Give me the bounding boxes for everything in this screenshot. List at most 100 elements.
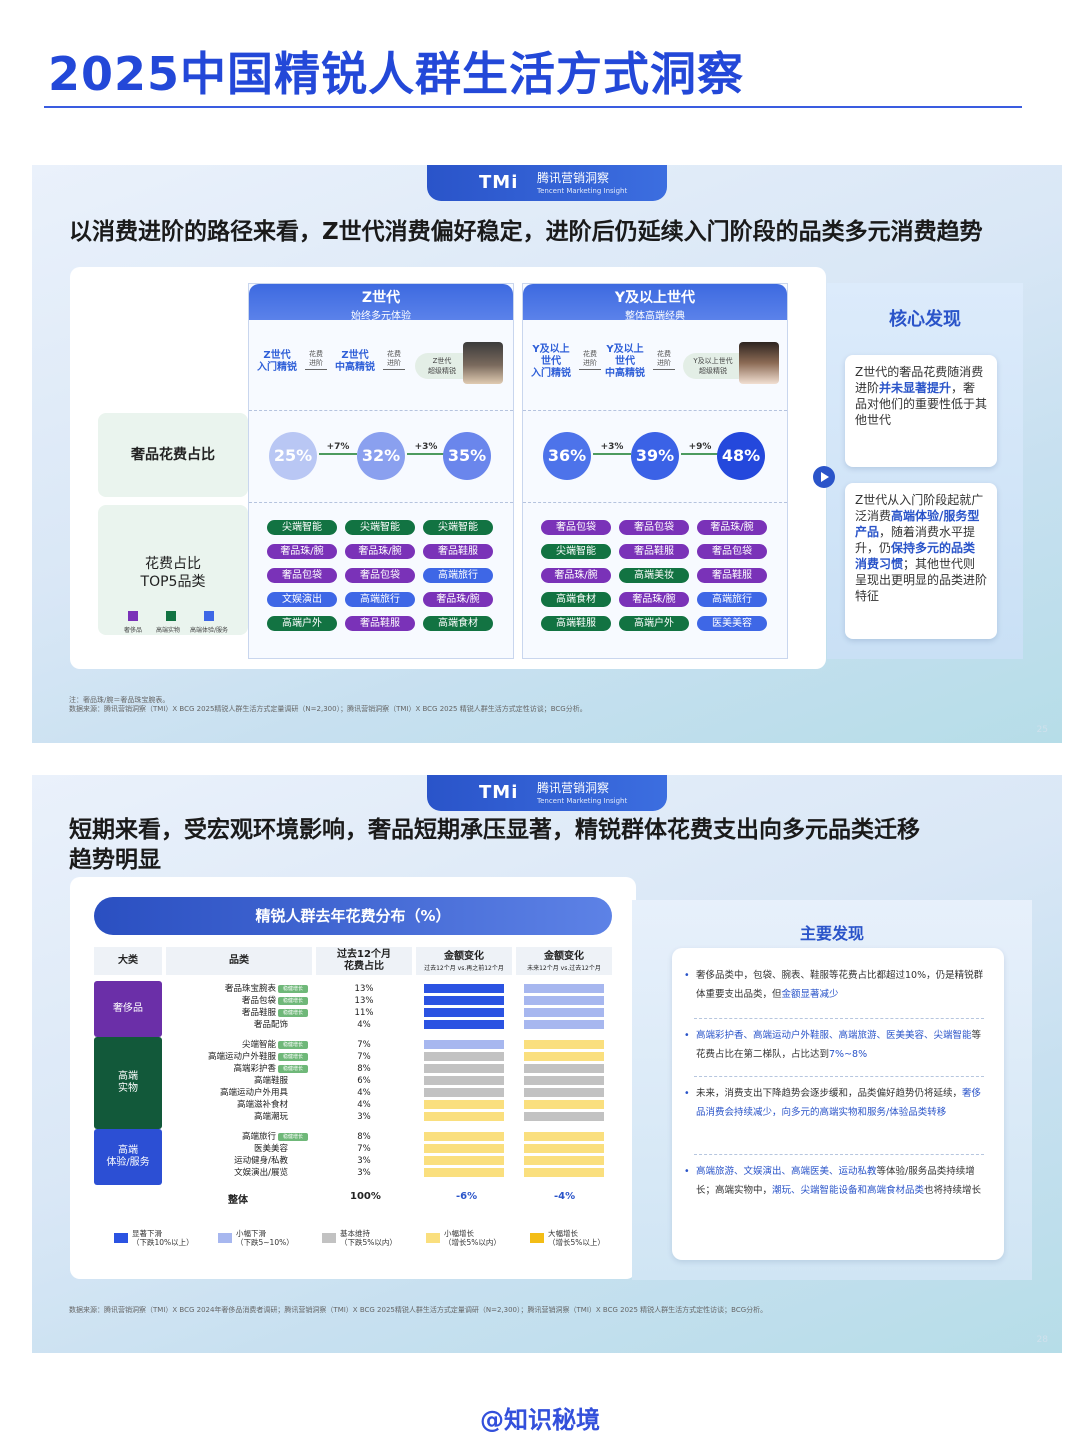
table-row-share: 4% [357,1100,371,1110]
change-bar-future [524,1112,604,1121]
gen-y-arrow-2: 花费 进阶 [653,350,675,370]
change-bar-past [424,1040,504,1049]
table-row-item: 运动健身/私教 [234,1156,288,1166]
gen-y-category-chip: 高端旅行 [697,592,767,607]
gen-z-header: Z世代 始终多元体验 [249,284,513,322]
gen-y-category-chip: 奢品包袋 [619,520,689,535]
gen-y-category-chip: 奢品鞋服 [697,568,767,583]
core-finding-card-2: Z世代从入门阶段起就广泛消费高端体验/服务型产品，随着消费水平提升，仍保持多元的… [845,483,997,639]
header-change-past: 金额变化过去12个月 vs.再之前12个月 [416,947,512,975]
gen-y-category-chip: 高端鞋服 [541,616,611,631]
legend-swatch [322,1233,336,1243]
gen-y-category-chip: 高端户外 [619,616,689,631]
change-bar-future [524,1168,604,1177]
legend-swatch [114,1233,128,1243]
table-row-share: 3% [357,1112,371,1122]
gen-z-portrait [463,342,503,384]
findings-panel: 主要发现 奢侈品类中，包袋、腕表、鞋服等花费占比都超过10%，仍是精锐群体重要支… [632,900,1032,1280]
page-title: 2025中国精锐人群生活方式洞察 [48,47,745,101]
table-row-share: 3% [357,1156,371,1166]
change-bar-future [524,1132,604,1141]
gen-y-portrait [739,342,779,384]
gen-z-category-chip: 高端食材 [423,616,493,631]
change-bar-past [424,1100,504,1109]
change-bar-past [424,984,504,993]
change-bar-past [424,1112,504,1121]
gen-z-subtitle: 始终多元体验 [351,311,411,322]
gen-z-category-chip: 高端户外 [267,616,337,631]
legend-experience: 高端体验/服务 [190,627,229,634]
gen-z-stage-3: Z世代 超级精锐 [415,353,469,379]
legend-swatch [426,1233,440,1243]
gen-y-subtitle: 整体高端经典 [625,311,685,322]
change-bar-future [524,996,604,1005]
gen-y-category-chip: 奢品包袋 [697,544,767,559]
gen-z-category-chip: 尖端智能 [267,520,337,535]
slide-heading: 短期来看，受宏观环境影响，奢品短期承压显著，精锐群体花费支出向多元品类迁移 趋势… [69,817,920,873]
legend-swatch [530,1233,544,1243]
gen-z-circle-2: 32% [357,432,405,480]
brand-name: 腾讯营销洞察 [537,781,610,795]
header-change-future: 金额变化未来12个月 vs.过去12个月 [516,947,612,975]
gen-z-path: Z世代 入门精锐 花费 进阶 Z世代 中高精锐 花费 进阶 Z世代 超级精锐 [249,328,513,398]
change-bar-past [424,1052,504,1061]
change-bar-past [424,1064,504,1073]
core-findings-title: 核心发现 [889,309,961,330]
gen-z-category-chip: 奢品包袋 [267,568,337,583]
gen-y-stage-3: Y及以上世代 超级精锐 [683,353,743,379]
gen-y-arrow-1: 花费 进阶 [579,350,601,370]
slide1-source: 数据来源：腾讯营销洞察（TMI）X BCG 2025精锐人群生活方式定量调研（N… [69,705,587,713]
brand-name: 腾讯营销洞察 [537,171,610,185]
change-bar-past [424,1168,504,1177]
change-bar-past [424,996,504,1005]
gen-y-category-chip: 奢品珠/腕 [541,568,611,583]
total-change-future: -4% [554,1191,576,1202]
finding-1: 奢侈品类中，包袋、腕表、鞋服等花费占比都超过10%，仍是精锐群体重要支出品类，但… [684,966,986,1004]
table-row-share: 4% [357,1020,371,1030]
table-title: 精锐人群去年花费分布（%） [94,897,612,935]
gen-y-increment-2: +9% [681,442,719,455]
core-finding-card-1: Z世代的奢品花费随消费进阶并未显著提升，奢品对他们的重要性低于其他世代 [845,355,997,467]
gen-z-circle-3: 35% [443,432,491,480]
table-row-share: 7% [357,1052,371,1062]
gen-z-column: Z世代 始终多元体验 Z世代 入门精锐 花费 进阶 Z世代 中高精锐 花费 进阶… [248,283,514,659]
title-divider [44,106,1022,108]
growth-tag: 稳健增长 [278,1053,308,1061]
slide1-note: 注：奢品珠/腕＝奢品珠宝腕表。 [69,696,170,704]
category-label: 高端 体验/服务 [106,1145,150,1168]
table-row-item: 高端彩护香 [233,1064,276,1074]
legend-physical-swatch [166,611,176,621]
gen-z-category-chip: 奢品鞋服 [423,544,493,559]
change-bar-future [524,1156,604,1165]
legend-label: 大幅增长（增长5%以上） [548,1229,605,1247]
gen-y-category-chip: 奢品鞋服 [619,544,689,559]
change-bar-future [524,984,604,993]
change-bar-future [524,1052,604,1061]
gen-z-category-chip: 奢品珠/腕 [345,544,415,559]
legend-luxury-swatch [128,611,138,621]
table-row-share: 8% [357,1064,371,1074]
change-bar-future [524,1076,604,1085]
total-label: 整体 [228,1195,248,1206]
table-row-item: 高端运动户外鞋服 [207,1052,276,1062]
total-share: 100% [350,1191,381,1202]
growth-tag: 稳健增长 [278,1065,308,1073]
legend-label: 小幅增长（增长5%以内） [444,1229,501,1247]
findings-card: 奢侈品类中，包袋、腕表、鞋服等花费占比都超过10%，仍是精锐群体重要支出品类，但… [672,948,1004,1260]
gen-y-column: Y及以上世代 整体高端经典 Y及以上 世代 入门精锐 花费 进阶 Y及以上 世代… [522,283,788,659]
gen-z-increment-1: +7% [319,442,357,455]
brand-mark: TMi [479,782,519,803]
legend-label: 小幅下滑（下跌5~10%） [236,1229,294,1247]
change-bar-future [524,1088,604,1097]
table-row-share: 3% [357,1168,371,1178]
change-bar-past [424,1132,504,1141]
finding-4: 高端旅游、文娱演出、高端医美、运动私教等体验/服务品类持续增长；高端实物中，潮玩… [684,1162,986,1200]
gen-z-category-chip: 尖端智能 [345,520,415,535]
growth-tag: 稳健增长 [278,1041,308,1049]
legend-label: 显著下滑（下跌10%以上） [132,1229,194,1247]
gen-y-title: Y及以上世代 [614,290,696,306]
